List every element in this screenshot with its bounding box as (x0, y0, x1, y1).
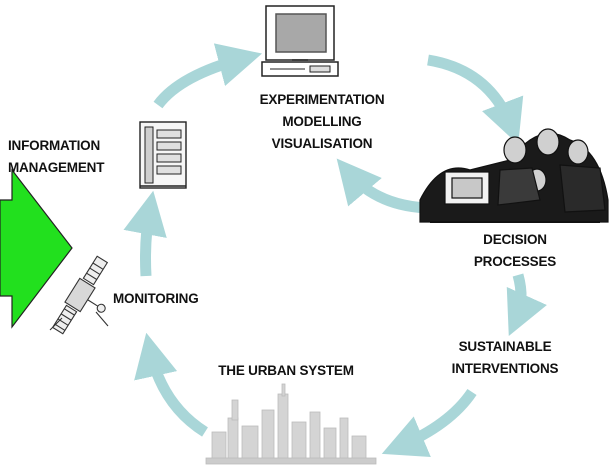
information-line-1: INFORMATION (8, 138, 101, 153)
experimentation-line-1: EXPERIMENTATION (259, 92, 385, 107)
decision-line-2: PROCESSES (473, 254, 557, 269)
urban-line-1: THE URBAN SYSTEM (218, 363, 354, 378)
satellite-icon (49, 255, 109, 335)
experimentation-label: EXPERIMENTATION MODELLING VISUALISATION (237, 89, 407, 155)
sustainable-line-2: INTERVENTIONS (451, 361, 559, 376)
experimentation-line-3: VISUALISATION (271, 136, 373, 151)
green-pointer-arrow-icon (0, 168, 73, 329)
information-management-label: INFORMATION MANAGEMENT (8, 135, 138, 179)
arrow-decision-to-sustainable (506, 273, 547, 337)
urban-system-label: THE URBAN SYSTEM (196, 360, 376, 382)
arrow-experiment-to-decision (427, 54, 524, 145)
monitoring-label: MONITORING (113, 288, 233, 310)
decision-line-1: DECISION (483, 232, 547, 247)
server-rack-icon (139, 121, 187, 189)
arrow-monitoring-to-info (123, 190, 167, 277)
city-skyline-icon (205, 383, 377, 465)
sustainable-line-1: SUSTAINABLE (458, 339, 552, 354)
arrow-urban-to-monitoring (134, 332, 209, 437)
arrow-sustainable-to-urban (381, 388, 477, 457)
monitoring-line-1: MONITORING (113, 291, 199, 306)
experimentation-line-2: MODELLING (282, 114, 362, 129)
arrow-info-to-experiment (153, 43, 263, 109)
information-line-2: MANAGEMENT (8, 160, 105, 175)
decision-processes-label: DECISION PROCESSES (455, 229, 575, 273)
sustainable-interventions-label: SUSTAINABLE INTERVENTIONS (430, 336, 580, 380)
meeting-people-icon (419, 128, 609, 223)
computer-icon (261, 5, 339, 77)
